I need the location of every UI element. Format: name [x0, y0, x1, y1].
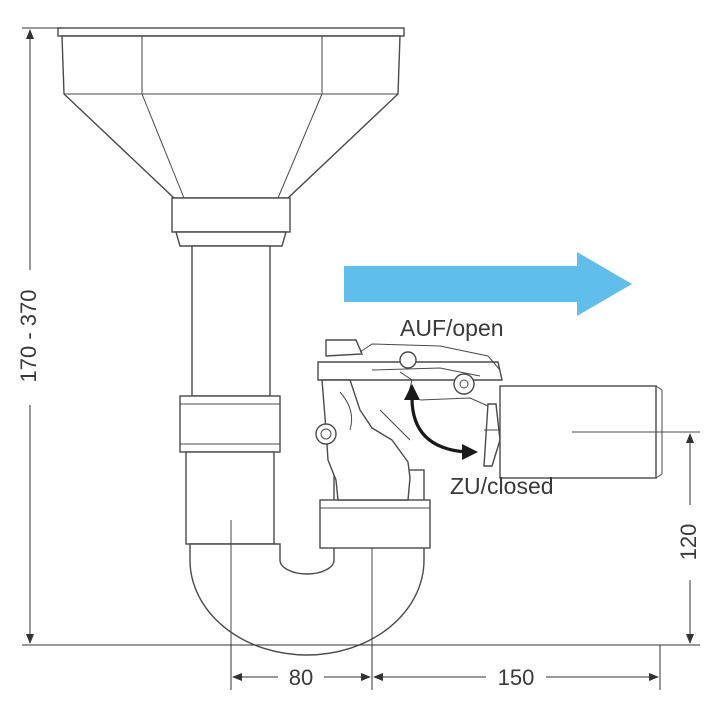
horizontal-length-label: 150 — [498, 665, 535, 690]
outlet-height-label: 120 — [676, 524, 701, 561]
outlet-pipe — [499, 385, 700, 479]
closed-label: ZU/closed — [450, 473, 554, 499]
outlet-height-dimension: 120 — [676, 433, 701, 644]
bottom-dimensions: 80 150 — [230, 645, 661, 690]
funnel — [57, 27, 405, 247]
height-dimension: 170 - 370 — [16, 27, 700, 646]
vertical-pipe — [179, 245, 281, 545]
u-bend-trap — [189, 520, 425, 656]
open-label: AUF/open — [400, 315, 504, 341]
curved-double-arrow — [404, 384, 478, 460]
height-range-label: 170 - 370 — [16, 290, 41, 383]
trap-offset-label: 80 — [289, 665, 313, 690]
flow-direction-arrow — [344, 252, 632, 316]
valve-body — [315, 339, 503, 501]
